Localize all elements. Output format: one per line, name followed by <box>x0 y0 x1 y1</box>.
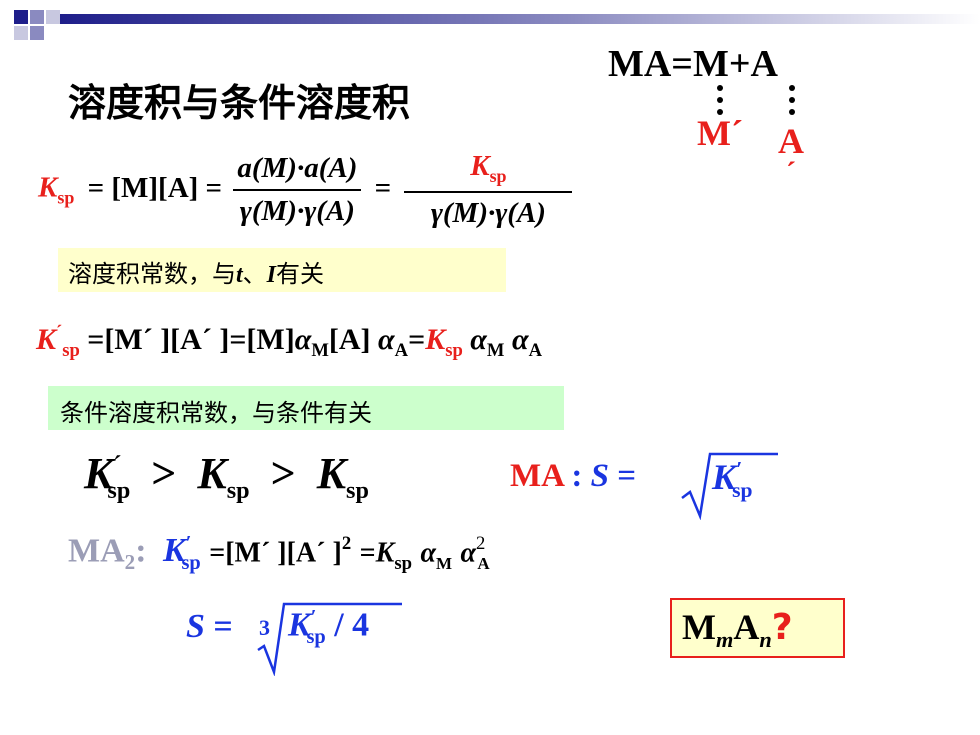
ma2-solubility: S = <box>186 608 233 645</box>
reaction-equation: MA=M+A <box>608 43 778 85</box>
mman-question-box: MmAn? <box>670 598 845 658</box>
ma-solubility: MA : S = <box>510 458 637 494</box>
activity-fraction: a(M)·a(A) γ(M)·γ(A) <box>233 152 362 228</box>
a-prime: A <box>778 121 804 161</box>
note-conditional-ksp: 条件溶度积常数，与条件有关 <box>48 386 564 430</box>
cube-root-sign <box>257 602 402 676</box>
slide-title: 溶度积与条件溶度积 <box>68 81 411 125</box>
note-ksp-constant: 溶度积常数，与t、I有关 <box>58 248 506 292</box>
cube-root-radicand: K′sp / 4 <box>288 606 370 649</box>
a-prime-mark: ´ <box>786 156 796 189</box>
cube-root-index: 3 <box>259 615 270 640</box>
sqrt-radicand: K′sp <box>712 457 753 503</box>
conditional-ksp-equation: K´sp =[M´ ][A´ ]=[M]αM[A] αA=Ksp αM αA <box>36 322 543 361</box>
reaction-dots <box>717 85 795 115</box>
header-gradient-bar <box>14 10 980 40</box>
ksp-brackets: = [M][A] = <box>87 171 223 204</box>
sqrt-sign <box>681 452 778 520</box>
ksp-inequality: K´sp > Ksp > Ksp <box>84 449 369 504</box>
m-prime: M´ <box>697 113 743 153</box>
ma2-equation: MA2: K′sp =[M´ ][A´ ]2 =Ksp αM α2A <box>68 532 490 575</box>
ksp-over-gamma-fraction: Ksp γ(M)·γ(A) <box>404 150 573 230</box>
ksp-definition: Ksp = [M][A] = a(M)·a(A) γ(M)·γ(A) = Ksp… <box>38 150 573 230</box>
